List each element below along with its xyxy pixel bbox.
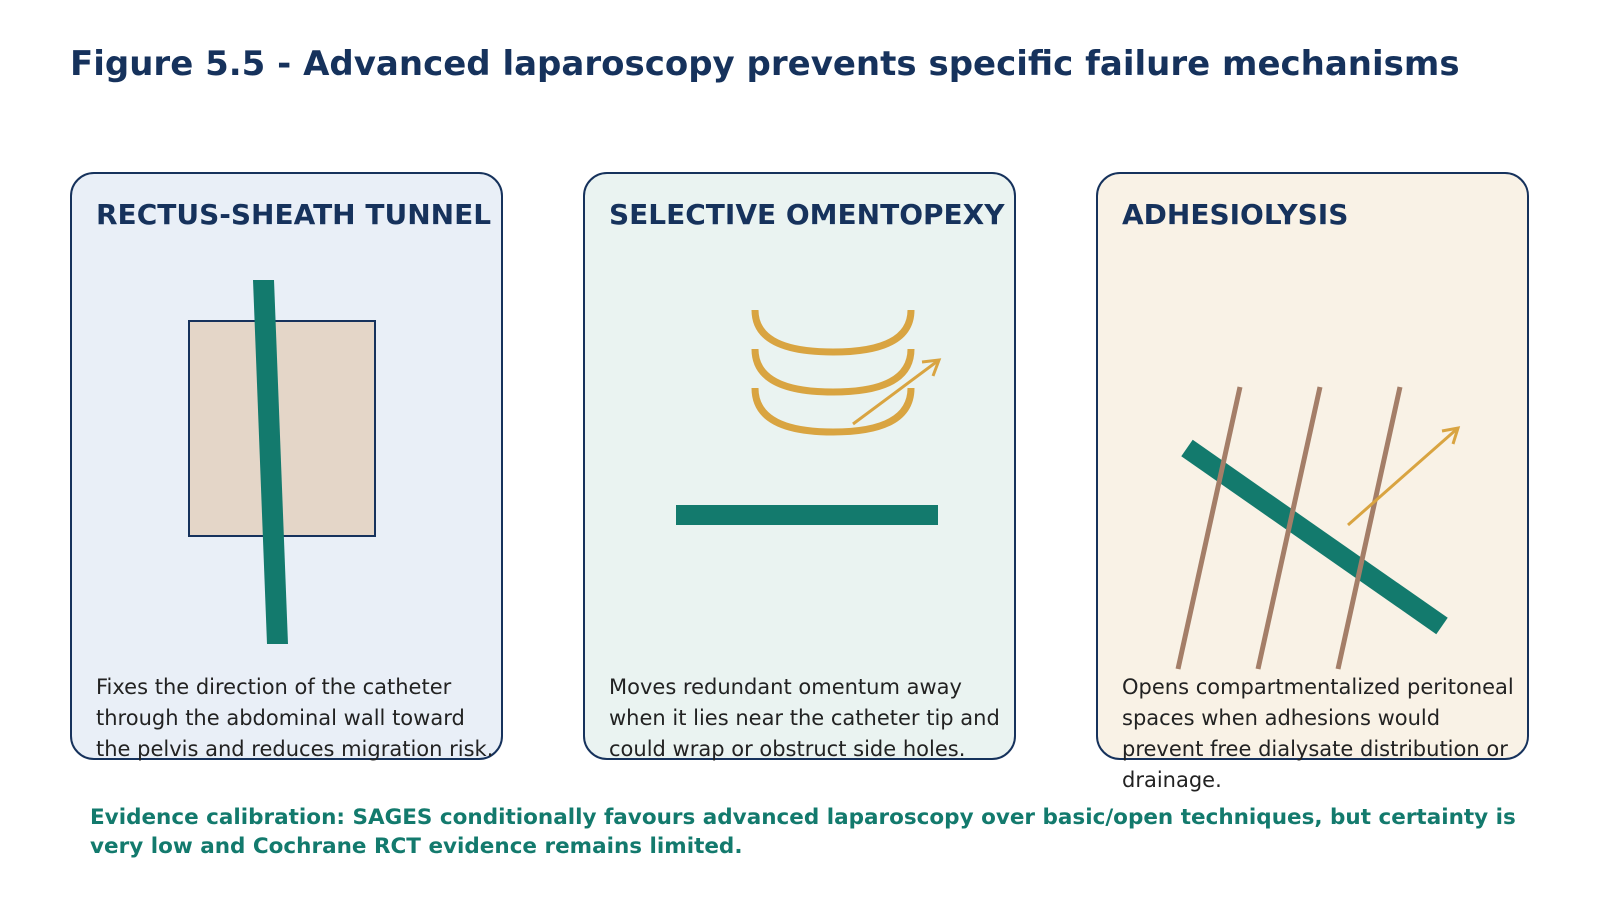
catheter-icon <box>676 505 938 525</box>
adhesiolysis-illustration <box>1175 386 1461 670</box>
displacement-arrow-icon <box>852 358 942 426</box>
omentopexy-illustration <box>676 309 942 525</box>
figure-title: Figure 5.5 - Advanced laparoscopy preven… <box>70 44 1460 84</box>
flow-arrow-icon <box>1347 426 1461 527</box>
panel-description: Fixes the direction of the catheter thro… <box>96 675 494 761</box>
catheter-icon <box>1181 439 1448 635</box>
panel-title: SELECTIVE OMENTOPEXY <box>609 198 1005 231</box>
panel-adhesiolysis: ADHESIOLYSIS Opens compartmentalized per… <box>1096 172 1529 792</box>
rectus-sheath-illustration <box>188 280 376 644</box>
panel-description: Moves redundant omentum away when it lie… <box>609 675 1000 761</box>
panel-rectus-sheath-tunnel: RECTUS-SHEATH TUNNEL Fixes the direction… <box>70 172 503 761</box>
evidence-footnote: Evidence calibration: SAGES conditionall… <box>90 805 1516 859</box>
panel-description: Opens compartmentalized peritoneal space… <box>1122 675 1514 792</box>
panel-selective-omentopexy: SELECTIVE OMENTOPEXY Moves redundant ome… <box>583 172 1016 761</box>
omentum-fold-icon <box>751 309 915 436</box>
catheter-icon <box>253 280 288 644</box>
adhesion-band-icon <box>1175 386 1403 670</box>
panel-title: ADHESIOLYSIS <box>1122 198 1349 231</box>
panel-title: RECTUS-SHEATH TUNNEL <box>96 198 492 231</box>
